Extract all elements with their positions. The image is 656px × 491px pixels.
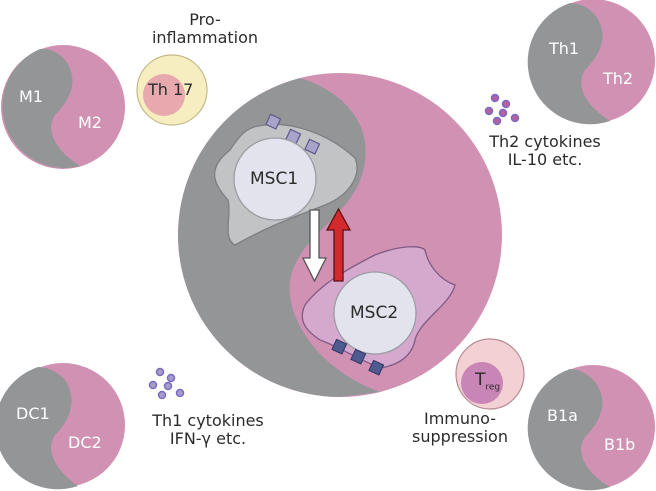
th1-cytokines-caption: Th1 cytokines IFN-γ etc.	[133, 412, 283, 448]
th17-label: Th 17	[148, 80, 194, 99]
caption-line: IFN-γ etc.	[169, 429, 247, 448]
msc2-receptors	[331, 338, 385, 376]
pro-inflammation-caption: Pro- inflammation	[140, 11, 270, 47]
caption-line: IL-10 etc.	[507, 150, 583, 169]
receptor-icon	[265, 113, 282, 130]
arrow-down-icon	[301, 209, 328, 283]
m1-label: M1	[19, 87, 43, 106]
caption-line: inflammation	[151, 28, 259, 47]
msc1-cell	[213, 113, 358, 246]
yin-yang-dc1-dc2	[0, 363, 125, 490]
yin-yang-m1-m2	[1, 45, 125, 169]
caption-line: Pro-	[189, 10, 221, 29]
th2-cytokine-dots	[484, 93, 520, 126]
cytokine-dot	[166, 373, 176, 383]
m2-label: M2	[78, 113, 102, 132]
cytokine-dot	[148, 380, 158, 390]
caption-line: Th2 cytokines	[489, 132, 601, 151]
receptor-icon	[368, 359, 385, 376]
receptor-icon	[304, 138, 321, 155]
yin-yang-b1a-b1b	[527, 365, 655, 491]
dc1-label: DC1	[16, 404, 50, 423]
immunosuppression-caption: Immuno- suppression	[395, 410, 525, 446]
b1b-label: B1b	[604, 435, 636, 454]
cytokine-dot	[498, 108, 508, 118]
th1-cytokine-dots	[148, 367, 185, 400]
receptor-icon	[331, 338, 348, 355]
yin-yang-th1-th2	[527, 0, 655, 125]
caption-line: suppression	[412, 427, 508, 446]
cytokine-dot	[492, 116, 502, 126]
b1a-label: B1a	[547, 406, 578, 425]
arrow-up-icon	[325, 207, 352, 282]
cytokine-dot	[163, 381, 173, 391]
caption-line: Th1 cytokines	[152, 411, 264, 430]
th2-cytokines-caption: Th2 cytokines IL-10 etc.	[470, 133, 620, 169]
treg-label-sub: reg	[485, 382, 501, 393]
cytokine-dot	[501, 99, 511, 109]
cytokine-dot	[484, 106, 494, 116]
receptor-icon	[350, 348, 367, 365]
cytokine-dot	[155, 367, 165, 377]
th1-label: Th1	[549, 39, 580, 58]
th2-label: Th2	[603, 69, 634, 88]
msc2-nucleus	[333, 271, 417, 355]
treg-label: Treg	[475, 371, 500, 396]
treg-label-main: T	[475, 370, 486, 390]
th17-cell	[136, 54, 208, 126]
cytokine-dot	[157, 390, 167, 400]
cytokine-dot	[490, 93, 500, 103]
cytokine-dot	[175, 388, 185, 398]
caption-line: Immuno-	[423, 409, 497, 428]
treg-cell	[455, 338, 525, 410]
dc2-label: DC2	[68, 433, 102, 452]
msc1-label: MSC1	[250, 169, 299, 189]
cytokine-dot	[510, 113, 520, 123]
msc1-nucleus	[233, 137, 317, 221]
msc2-label: MSC2	[350, 303, 399, 323]
